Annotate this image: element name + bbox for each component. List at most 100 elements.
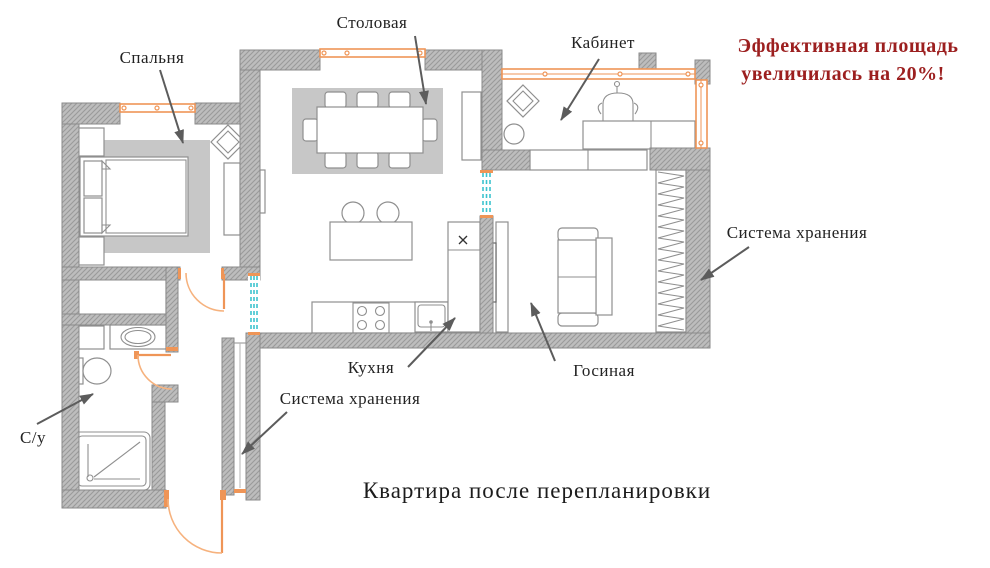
desk-chair [602, 92, 634, 121]
arrow-storage-hall [241, 411, 288, 455]
wall-dining-top-left [239, 49, 321, 71]
dining-table [316, 106, 424, 154]
chair-arm [597, 102, 603, 115]
dresser [223, 162, 241, 236]
callout-line1: Эффективная площадь [738, 35, 959, 57]
wall-bath-top [61, 313, 178, 326]
pillow [83, 197, 103, 234]
wall-storage-niche-right [245, 332, 261, 501]
armchair [210, 124, 246, 160]
sofa-armrest [557, 312, 599, 327]
arrow-office [560, 58, 600, 121]
chair [388, 91, 411, 109]
entrance-door-arc [167, 498, 223, 554]
door-jamb [164, 490, 169, 507]
tall-cabinet [461, 91, 482, 161]
wall-bedroom-bottom-left [61, 266, 181, 281]
labels: Спальня Столовая Кабинет Система хранени… [20, 13, 959, 503]
burner [356, 305, 368, 317]
sofa-armrest [557, 227, 599, 242]
tv-panel [259, 169, 266, 214]
wall-bedroom-right [239, 49, 261, 268]
armchair-seat [512, 90, 534, 112]
door-jamb [221, 268, 224, 279]
kitchen-furniture [311, 221, 481, 334]
dining-furniture [259, 91, 482, 261]
door-jamb [134, 351, 139, 359]
nightstand [75, 236, 105, 266]
office-furniture [503, 80, 696, 150]
hall-wardrobe [77, 276, 167, 316]
wall-corridor-left [165, 266, 179, 353]
wall-storage-niche-left [221, 337, 235, 496]
page-title: Квартира после перепланировки [363, 478, 711, 503]
chair [302, 118, 319, 142]
chair [324, 151, 347, 169]
bedroom-door-arc [185, 272, 225, 312]
vanity [109, 324, 167, 350]
chair [356, 151, 379, 169]
desk [582, 120, 696, 150]
label-bathroom: С/у [20, 428, 46, 447]
wall-bedroom-top-left [61, 102, 121, 125]
wall-window-pier [638, 52, 657, 71]
burner [374, 319, 386, 331]
bathroom-door-arc [137, 354, 173, 390]
niche-jamb [234, 489, 246, 493]
blanket-fold [101, 224, 112, 235]
toilet-bowl [82, 357, 112, 385]
living-furniture [490, 149, 687, 333]
dining-window [319, 48, 426, 58]
bar-stool [376, 201, 400, 225]
arrow-dining [414, 35, 429, 105]
burner [374, 305, 386, 317]
doors [134, 268, 246, 554]
label-storage-hall: Система хранения [280, 389, 421, 408]
wall-bottom-main [254, 332, 711, 349]
wall-bedroom-top-right [194, 102, 241, 125]
shower-tray [73, 431, 151, 491]
door-jamb [166, 347, 178, 351]
chair-arm [633, 102, 639, 115]
nightstand [75, 127, 105, 157]
label-office: Кабинет [571, 33, 635, 52]
kitchen-island [329, 221, 413, 261]
bathroom-furniture [69, 276, 167, 491]
vanity-sink [120, 326, 156, 348]
washing-machine [75, 325, 105, 350]
door-jamb [220, 490, 226, 500]
blanket-fold [101, 159, 112, 170]
wall-bottom-hall [61, 489, 167, 509]
vanity-sink-inner [124, 329, 152, 345]
label-dining: Столовая [337, 13, 408, 32]
armchair [506, 84, 540, 118]
tv-console [495, 221, 509, 333]
label-kitchen: Кухня [348, 358, 394, 377]
callout-line2: увеличилась на 20%! [741, 63, 945, 85]
wall-right-outer [685, 169, 711, 334]
label-living: Госиная [573, 361, 635, 380]
wall-living-top-right [649, 147, 711, 171]
mattress [105, 159, 187, 234]
chair [388, 151, 411, 169]
wall-left-outer [61, 102, 80, 509]
arrow-kitchen [407, 317, 456, 368]
storage-zigzag [657, 171, 685, 331]
arrow-storage-right [700, 246, 750, 281]
faucet-dot [429, 320, 433, 324]
wall-bath-right-lower [151, 401, 166, 501]
annotation-arrows [36, 35, 750, 455]
shower-diagonal [93, 441, 141, 478]
arrow-living [530, 302, 556, 362]
wall-dining-top-right [424, 49, 486, 71]
windows [119, 48, 708, 149]
door-jamb [178, 268, 181, 279]
bar-stool [341, 201, 365, 225]
shower-drain [86, 474, 94, 482]
label-storage-right: Система хранения [727, 223, 868, 242]
arrow-bathroom [36, 393, 94, 425]
chair [421, 118, 438, 142]
arrow-bedroom [159, 69, 184, 144]
